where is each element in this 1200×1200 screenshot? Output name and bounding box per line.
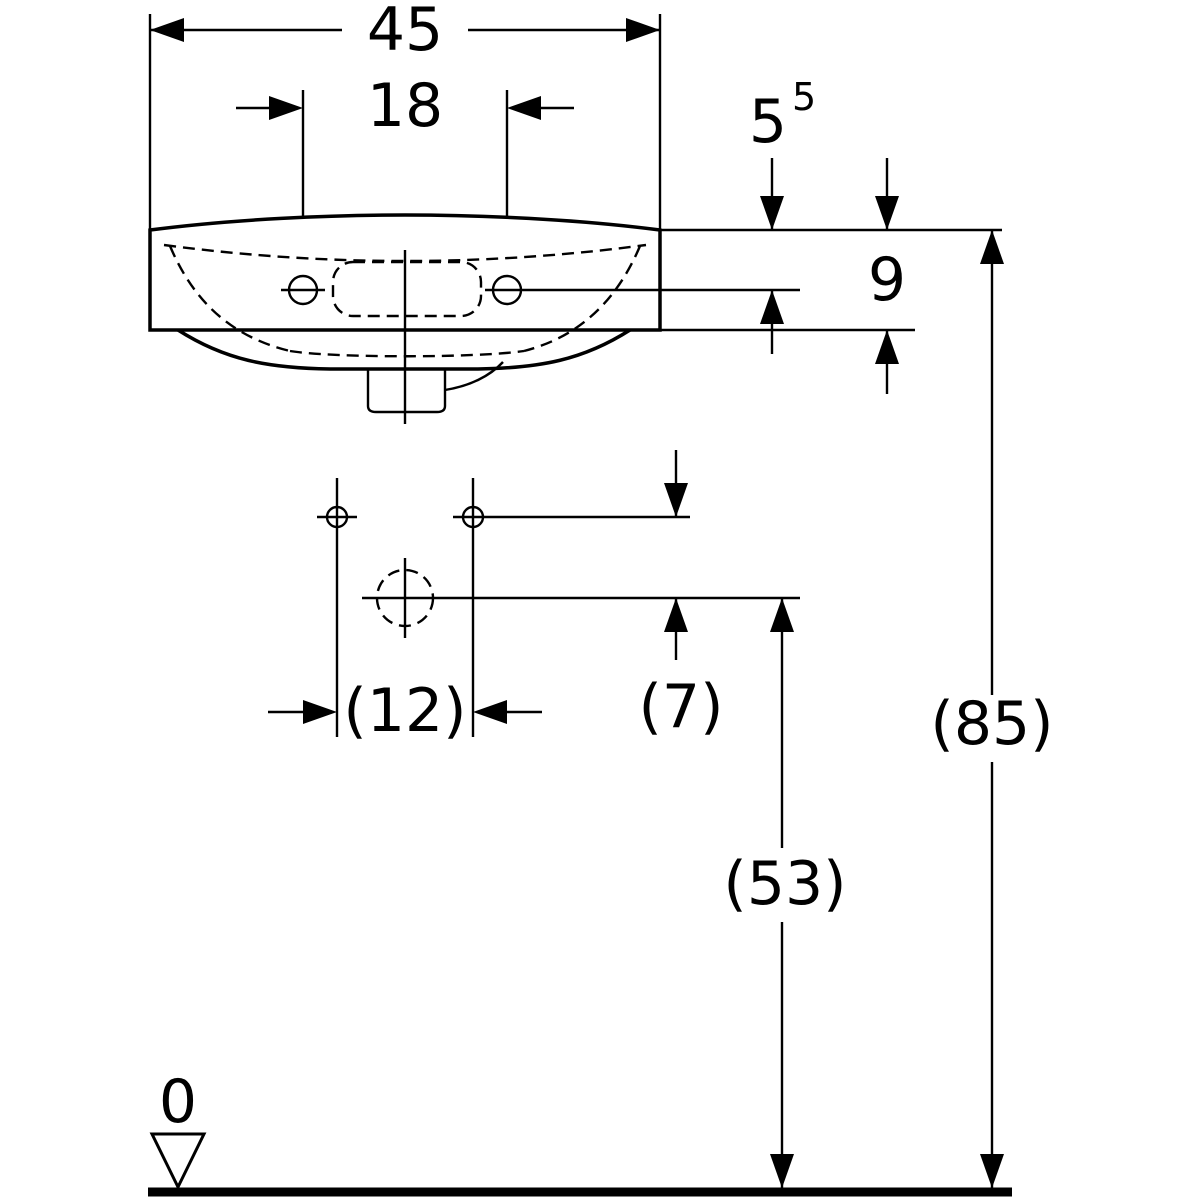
dim-rim-to-tap-superscript: 5 — [792, 75, 816, 119]
arrow-right-icon — [626, 18, 660, 42]
arrow-right-icon — [303, 700, 337, 724]
arrow-left-icon — [473, 700, 507, 724]
reference-lines — [485, 228, 1002, 332]
dim-fixing-to-drain-label: (7) — [639, 672, 724, 742]
arrow-down-icon — [760, 196, 784, 230]
dim-tap-spacing-label: 18 — [367, 71, 443, 141]
inner-rim-dashed — [163, 243, 647, 263]
arrow-up-icon — [760, 290, 784, 324]
dim-fixing-spacing: (12) — [268, 676, 542, 746]
fixing-hole-right — [461, 505, 485, 529]
arrow-up-icon — [664, 598, 688, 632]
dim-width-label: 45 — [367, 0, 443, 65]
dim-rim-to-tap-label: 5 — [749, 87, 787, 157]
trap-outlet-curve — [444, 361, 504, 392]
dim-drain-height-label: (53) — [723, 849, 846, 919]
datum-triangle-icon — [149, 1132, 207, 1191]
basin-front-view — [148, 213, 662, 424]
fixing-pattern — [317, 478, 800, 737]
arrow-down-icon — [875, 196, 899, 230]
inner-left-dashed — [168, 245, 291, 353]
arrow-left-icon — [507, 96, 541, 120]
inner-right-dashed — [523, 245, 642, 353]
floor-datum: 0 — [148, 1067, 1012, 1197]
dim-rim-height-label: (85) — [930, 689, 1053, 759]
arrow-left-icon — [150, 18, 184, 42]
arrow-right-icon — [269, 96, 303, 120]
arrow-up-icon — [770, 598, 794, 632]
dim-rim-to-apron: 9 — [868, 158, 906, 394]
arrow-down-icon — [980, 1154, 1004, 1188]
dim-rim-to-tap: 5 5 — [749, 75, 816, 354]
arrow-up-icon — [980, 230, 1004, 264]
inner-bowl-dashed — [331, 260, 483, 318]
dim-fixing-spacing-label: (12) — [343, 676, 466, 746]
drain-hole-dashed — [375, 568, 435, 628]
floor-datum-label: 0 — [159, 1067, 197, 1137]
drain-trap — [366, 369, 447, 414]
arrow-down-icon — [770, 1154, 794, 1188]
dim-rim-to-apron-label: 9 — [868, 245, 906, 315]
dim-drain-height: (53) — [723, 598, 847, 1188]
arrow-up-icon — [875, 330, 899, 364]
dim-tap-hole-spacing: 18 — [236, 71, 574, 316]
inner-bottom-dashed — [289, 349, 525, 358]
dim-width: 45 — [148, 0, 662, 230]
dim-fixing-to-drain: (7) — [639, 450, 724, 742]
arrow-down-icon — [664, 483, 688, 517]
fixing-hole-left — [325, 505, 349, 529]
dim-rim-height: (85) — [930, 230, 1054, 1188]
